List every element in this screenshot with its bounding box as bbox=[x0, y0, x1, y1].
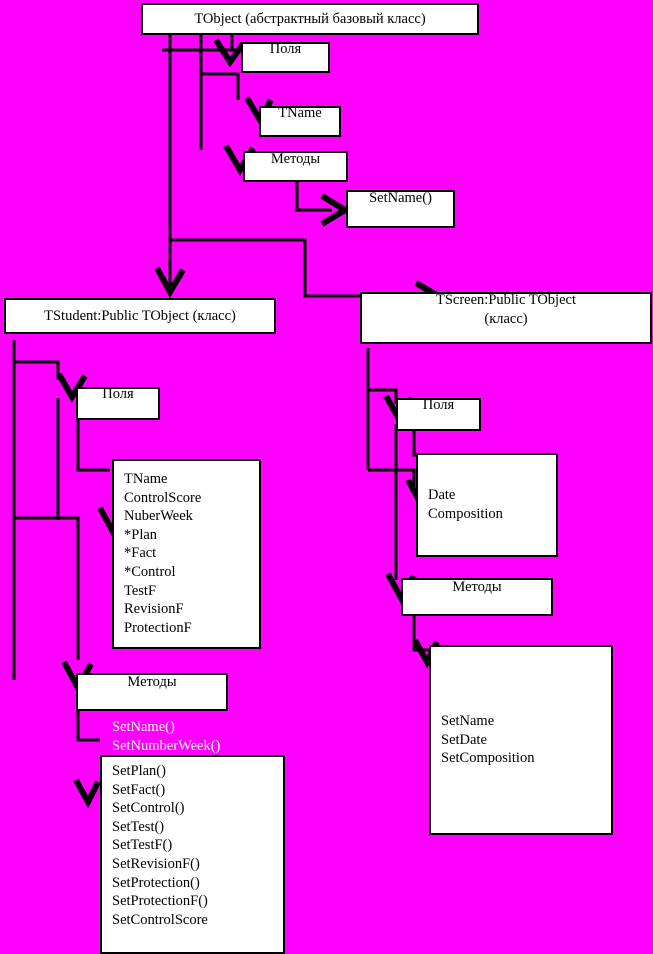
wire-tstudent-to-metody bbox=[14, 516, 80, 660]
node-tobject-fields[interactable]: Поля bbox=[241, 42, 330, 73]
arrowhead-tobject-tstudent bbox=[154, 266, 186, 299]
node-tscreen-field-list-items: Date Composition bbox=[428, 487, 503, 522]
node-tobject[interactable]: TObject (абстрактный базовый класс) bbox=[141, 3, 479, 35]
wire-polya-to-tname bbox=[201, 72, 240, 100]
wire-tstudent-to-polya bbox=[14, 360, 60, 380]
wire-tscreen-to-datelist bbox=[368, 468, 416, 490]
node-tobject-fields-label: Поля bbox=[269, 42, 302, 57]
node-tstudent-methods-label: Методы bbox=[127, 674, 177, 690]
node-tstudent-method-list[interactable]: SetPlan() SetFact() SetControl() SetTest… bbox=[100, 755, 285, 954]
node-tobject-label: TObject (абстрактный базовый класс) bbox=[194, 11, 426, 27]
node-tstudent-method-list-overflow: SetName() SetNumberWeek() bbox=[112, 719, 221, 754]
node-tobject-methods-label: Методы bbox=[270, 151, 321, 167]
node-tstudent-fields-label: Поля bbox=[102, 387, 134, 402]
wire-tscreen-to-polya bbox=[368, 388, 398, 404]
node-tscreen-fields[interactable]: Поля bbox=[396, 398, 481, 431]
node-tscreen-fields-label: Поля bbox=[422, 398, 455, 413]
node-tscreen-method-list-items: SetName SetDate SetComposition bbox=[441, 713, 535, 767]
node-tscreen-methods-label: Методы bbox=[452, 579, 502, 595]
node-tstudent-field-list[interactable]: TName ControlScore NuberWeek *Plan *Fact… bbox=[112, 459, 261, 649]
node-tstudent-field-list-items: TName ControlScore NuberWeek *Plan *Fact… bbox=[124, 471, 202, 636]
arrowhead-tstudent-methodlist bbox=[73, 778, 101, 809]
node-tstudent-methods[interactable]: Методы bbox=[76, 673, 228, 711]
node-tstudent-method-list-items: SetPlan() SetFact() SetControl() SetTest… bbox=[112, 763, 208, 928]
node-tobject-methods[interactable]: Методы bbox=[243, 151, 348, 182]
node-tscreen-method-list[interactable]: SetName SetDate SetComposition bbox=[429, 645, 613, 835]
node-tstudent-label: TStudent:Public TObject (класс) bbox=[44, 308, 236, 324]
node-tscreen-methods[interactable]: Методы bbox=[401, 578, 553, 616]
node-tobject-method-setname[interactable]: SetName() bbox=[346, 190, 455, 228]
node-tobject-method-setname-label: SetName() bbox=[369, 190, 432, 206]
node-tscreen[interactable]: TScreen:Public TObject (класс) bbox=[360, 292, 652, 344]
node-tobject-field-tname-label: TName bbox=[278, 106, 322, 121]
node-tscreen-field-list[interactable]: Date Composition bbox=[416, 453, 558, 557]
arrowhead-tobject-polya bbox=[213, 38, 246, 68]
wire-trunk-split bbox=[170, 238, 420, 298]
wire-tscreen-polya-edge bbox=[412, 430, 470, 457]
node-tstudent[interactable]: TStudent:Public TObject (класс) bbox=[4, 298, 276, 334]
wire-metody-to-setname bbox=[295, 182, 332, 212]
node-tscreen-label: TScreen:Public TObject (класс) bbox=[435, 292, 576, 327]
node-tobject-field-tname[interactable]: TName bbox=[259, 106, 341, 137]
node-tstudent-fields[interactable]: Поля bbox=[76, 387, 160, 420]
arrowhead-tobject-setname bbox=[320, 193, 351, 227]
